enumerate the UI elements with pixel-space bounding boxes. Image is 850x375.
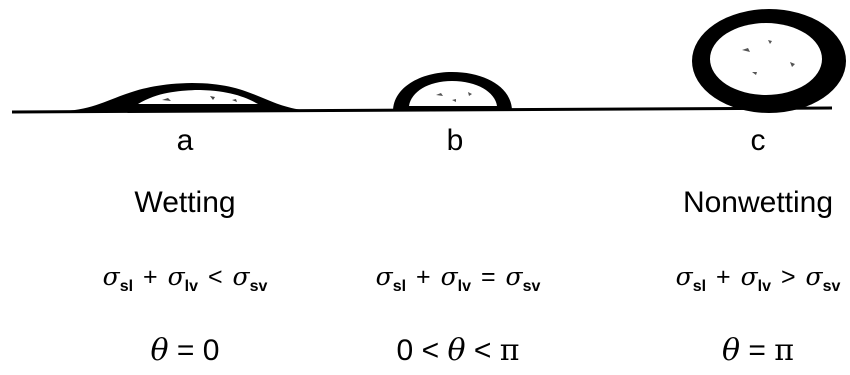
angle-operator: = xyxy=(176,334,195,367)
subscript-lv: lv xyxy=(757,278,771,295)
operator: < xyxy=(207,263,223,291)
subscript-lv: lv xyxy=(184,278,198,295)
angle-operator: < xyxy=(473,334,492,367)
sigma-symbol: σ xyxy=(375,262,393,291)
case-c-surface-tension-equation: σsl + σlv > σsv xyxy=(676,262,841,296)
operator: > xyxy=(780,263,796,291)
angle-operator: < xyxy=(421,334,440,367)
case-a-contact-angle: θ = 0 xyxy=(151,333,220,368)
sigma-symbol: σ xyxy=(505,262,523,291)
angle-left-value: 0 xyxy=(396,334,414,367)
sigma-symbol: σ xyxy=(167,262,185,291)
sigma-symbol: σ xyxy=(440,262,458,291)
case-b-letter: b xyxy=(446,124,464,157)
operator: = xyxy=(480,263,496,291)
case-a-surface-tension-equation: σsl + σlv < σsv xyxy=(103,262,268,296)
operator: + xyxy=(416,263,431,291)
theta-symbol: θ xyxy=(447,333,466,368)
case-a-letter: a xyxy=(176,124,194,157)
angle-right-value: 0 xyxy=(202,334,220,367)
subscript-sv: sv xyxy=(822,278,841,295)
angle-operator: = xyxy=(748,334,766,367)
sigma-symbol: σ xyxy=(740,262,758,291)
subscript-sv: sv xyxy=(249,278,268,295)
case-c-letter: c xyxy=(750,124,766,157)
theta-symbol: θ xyxy=(150,333,169,368)
subscript-lv: lv xyxy=(457,278,471,295)
sigma-symbol: σ xyxy=(805,262,823,291)
theta-symbol: θ xyxy=(722,333,741,368)
sigma-symbol: σ xyxy=(232,262,250,291)
droplet-illustration xyxy=(11,9,846,114)
subscript-sl: sl xyxy=(692,278,707,295)
case-b-surface-tension-equation: σsl + σlv = σsv xyxy=(376,262,541,296)
operator: + xyxy=(143,263,158,291)
subscript-sl: sl xyxy=(119,278,134,295)
sigma-symbol: σ xyxy=(675,262,693,291)
sigma-symbol: σ xyxy=(102,262,120,291)
subscript-sl: sl xyxy=(392,278,407,295)
subscript-sv: sv xyxy=(522,278,541,295)
droplet-b-intermediate xyxy=(393,72,512,111)
case-c-contact-angle: θ = π xyxy=(722,333,794,368)
operator: + xyxy=(716,263,731,291)
case-a-condition-label: Wetting xyxy=(134,186,236,219)
case-b-contact-angle: 0 < θ < π xyxy=(397,333,520,368)
droplet-a-wetting xyxy=(58,83,302,111)
case-c-condition-label: Nonwetting xyxy=(682,186,834,219)
angle-right-value: π xyxy=(774,333,794,368)
droplet-c-nonwetting xyxy=(692,9,846,113)
angle-right-value: π xyxy=(499,333,520,368)
